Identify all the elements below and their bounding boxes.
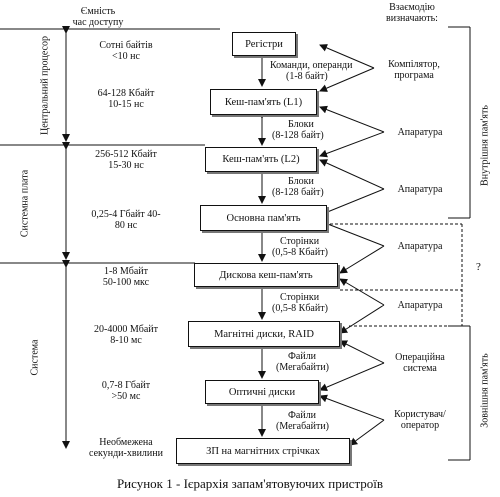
level-access: секунди-хвилини [89,448,163,459]
transfer-unit-label: Файли [288,351,317,362]
controller-label: Компілятор, [388,59,440,70]
level-box-magnetic-disks: Магнітні диски, RAID [188,321,340,347]
level-access: <10 нс [112,51,140,62]
transfer-unit-label: Сторінки [280,236,320,247]
capacity-header-line1: Ємність [80,6,116,17]
transfer-unit-size: (0,5-8 Кбайт) [272,303,328,314]
group-system-label: Система [29,339,41,376]
level-capacity: 64-128 Кбайт [97,88,155,99]
controller-label: програма [394,70,434,81]
figure-caption: Рисунок 1 - Ієрархія запам'ятовуючих при… [116,476,384,491]
group-external-memory-label: Зовнішня пам'ять [479,353,491,428]
capacity-header-line2: час доступу [72,17,124,28]
level-capacity: 0,7-8 Гбайт [101,380,151,391]
question-mark: ? [476,261,481,273]
level-box-optical-disks: Оптичні диски [205,380,319,404]
level-capacity: 0,25-4 Гбайт 40- [91,209,161,220]
controller-label: Користувач/ [394,409,446,420]
group-cpu-label: Центральний процесор [39,36,51,135]
level-capacity: Необмежена [99,437,153,448]
controller-label: Операційна [395,352,445,363]
transfer-unit-size: (1-8 байт) [286,71,328,82]
level-access: 80 нс [114,220,138,231]
transfer-unit-size: (Мегабайти) [276,362,329,373]
level-box-tape-storage: ЗП на магнітних стрічках [176,438,350,464]
level-access: 8-10 мс [110,335,142,346]
level-access: 10-15 нс [108,99,144,110]
level-box-registers: Регістри [232,32,296,56]
transfer-unit-size: (Мегабайти) [276,421,329,432]
transfer-unit-label: Блоки [288,176,314,187]
transfer-unit-label: Команди, операнди [270,60,353,71]
level-box-main-memory: Основна пам'ять [200,205,327,231]
level-box-cache-l2: Кеш-пам'ять (L2) [205,147,317,172]
determined-header-line1: Взаємодію [389,2,435,13]
controller-label: система [403,363,437,374]
transfer-unit-label: Файли [288,410,317,421]
transfer-unit-label: Сторінки [280,292,320,303]
group-motherboard-label: Системна плата [19,169,31,238]
level-box-disk-cache: Дискова кеш-пам'ять [194,263,338,287]
transfer-unit-label: Блоки [288,119,314,130]
controller-label: Апаратура [397,300,443,311]
level-capacity: 256-512 Кбайт [95,149,157,160]
level-capacity: Сотні байтів [99,40,153,51]
level-access: 50-100 мкс [102,277,150,288]
level-box-cache-l1: Кеш-пам'ять (L1) [210,89,317,115]
level-capacity: 20-4000 Мбайт [94,324,158,335]
transfer-unit-size: (8-128 байт) [272,130,324,141]
level-capacity: 1-8 Мбайт [104,266,148,277]
controller-label: Апаратура [397,184,443,195]
level-access: >50 мс [111,391,141,402]
transfer-unit-size: (8-128 байт) [272,187,324,198]
controller-label: Апаратура [397,241,443,252]
level-access: 15-30 нс [108,160,144,171]
transfer-unit-size: (0,5-8 Кбайт) [272,247,328,258]
controller-label: оператор [400,420,440,431]
determined-header-line2: визначають: [386,13,438,24]
controller-label: Апаратура [397,127,443,138]
group-internal-memory-label: Внутрішня пам'ять [479,105,491,186]
